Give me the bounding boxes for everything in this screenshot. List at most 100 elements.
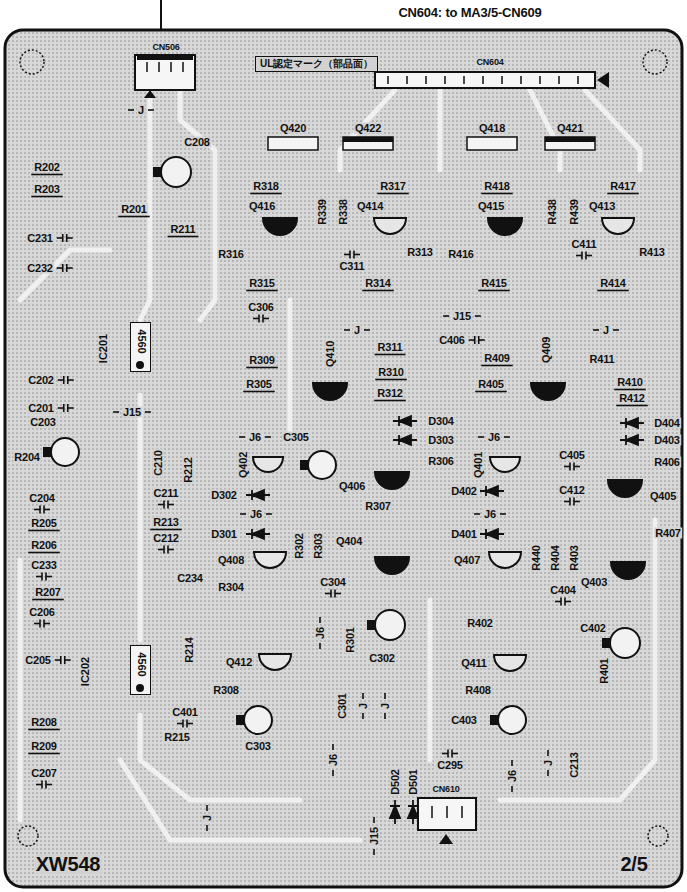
transistor-symbol — [253, 457, 283, 472]
trace-line — [18, 560, 23, 820]
part-label: C205 — [24, 655, 52, 666]
jumper-mark — [266, 513, 272, 515]
capacitor-mark — [447, 750, 449, 758]
capacitor-mark — [560, 598, 562, 606]
resistor-mark — [150, 529, 182, 531]
part-label: R414 — [599, 278, 627, 289]
resistor-mark — [28, 552, 60, 554]
resistor-mark — [246, 367, 278, 369]
diode-symbol — [620, 418, 644, 428]
capacitor-mark — [46, 784, 52, 786]
part-label: J6 — [483, 509, 497, 520]
transistor-symbol — [488, 218, 522, 235]
part-label: R407 — [654, 528, 682, 539]
part-label: R408 — [464, 685, 492, 696]
part-label: R301 — [345, 626, 356, 654]
connector-pin — [431, 806, 433, 818]
capacitor-mark — [452, 753, 458, 755]
package-band — [343, 137, 393, 142]
part-label: R213 — [152, 517, 180, 528]
capacitor-mark — [158, 504, 164, 506]
part-label: C231 — [26, 233, 54, 244]
resistor-mark — [31, 196, 63, 198]
part-label: CN506 — [151, 43, 180, 52]
trace-line — [428, 600, 433, 760]
capacitor-mark — [58, 379, 64, 381]
part-label: R201 — [120, 204, 148, 215]
part-label: D404 — [653, 418, 681, 429]
part-label: C305 — [282, 432, 310, 443]
part-label: J — [380, 702, 391, 710]
pin1-marker — [597, 72, 609, 88]
resistor-mark — [375, 379, 407, 381]
connector-pin — [446, 806, 448, 818]
capacitor-mark — [344, 254, 350, 256]
part-label: D403 — [653, 435, 681, 446]
transistor-symbol — [489, 552, 521, 568]
part-label: Q406 — [338, 481, 366, 492]
part-label: R311 — [377, 342, 404, 353]
diode-symbol — [620, 435, 644, 445]
jumper-mark — [319, 643, 321, 649]
capacitor-symbol — [308, 451, 336, 479]
part-label: Q404 — [335, 536, 363, 547]
part-label: C402 — [579, 623, 607, 634]
part-label: R208 — [30, 717, 58, 728]
connector-pin — [387, 76, 389, 84]
capacitor-mark — [41, 573, 43, 581]
resistor-mark — [32, 599, 64, 601]
capacitor-mark — [182, 720, 184, 728]
part-label: CN604 — [475, 58, 504, 67]
part-label: CN610 — [431, 785, 460, 794]
pin1-marker — [439, 834, 453, 844]
jumper-mark — [478, 436, 484, 438]
part-label: R215 — [163, 732, 191, 743]
capacitor-mark — [564, 501, 570, 503]
capacitor-mark — [354, 254, 360, 256]
capacitor-symbol — [498, 706, 526, 734]
part-label: D304 — [427, 416, 455, 427]
capacitor-mark — [349, 251, 351, 259]
part-label: C204 — [28, 493, 56, 504]
transistor-symbol — [608, 480, 642, 497]
part-label: D502 — [390, 768, 401, 796]
capacitor-mark — [574, 466, 580, 468]
capacitor-mark — [60, 656, 62, 664]
part-label: C304 — [319, 577, 347, 588]
part-label: C232 — [26, 263, 54, 274]
capacitor-mark — [158, 549, 164, 551]
part-label: R204 — [13, 452, 41, 463]
jumper-mark — [475, 315, 481, 317]
connector-pin — [577, 76, 579, 84]
part-label: C211 — [153, 488, 180, 499]
capacitor-symbol — [610, 628, 640, 658]
resistor-mark — [481, 365, 513, 367]
part-label: R202 — [33, 162, 61, 173]
pin1-marker — [144, 90, 156, 98]
capacitor-mark — [34, 623, 40, 625]
capacitor-mark — [258, 315, 260, 323]
part-label: C303 — [244, 741, 272, 752]
resistor-mark — [607, 193, 639, 195]
part-label: C401 — [171, 707, 199, 718]
node-heading: IC201 — [98, 332, 109, 363]
polarity-mark — [490, 715, 499, 725]
resistor-mark — [481, 193, 513, 195]
part-label: R205 — [30, 518, 58, 529]
part-label: J — [358, 702, 369, 710]
part-label: R314 — [364, 278, 392, 289]
capacitor-mark — [36, 784, 42, 786]
diode-symbol — [393, 416, 417, 426]
part-label: Q407 — [453, 555, 481, 566]
diode-symbol — [408, 800, 418, 824]
jumper-mark — [613, 329, 619, 331]
part-label: R440 — [531, 544, 542, 572]
capacitor-mark — [479, 339, 485, 341]
part-label: C234 — [176, 573, 204, 584]
capacitor-mark — [253, 318, 259, 320]
capacitor-mark — [555, 601, 561, 603]
transistor-symbol — [374, 218, 406, 234]
diode-symbol — [246, 490, 270, 500]
